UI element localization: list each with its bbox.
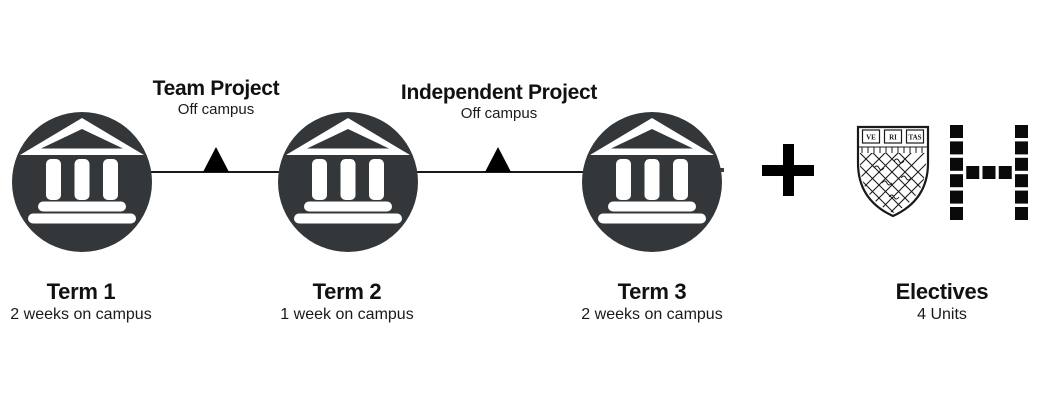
veritas-shield-icon: VE RI TAS <box>856 125 930 218</box>
connector-subtitle: Off campus <box>177 101 255 118</box>
term-subtitle: 1 week on campus <box>280 306 414 323</box>
building-columns-icon <box>20 118 144 224</box>
term-2-label: Term 2 1 week on campus <box>237 279 457 324</box>
shield-motto-ri: RI <box>889 134 897 142</box>
term-1-label: Term 1 2 weeks on campus <box>0 279 191 324</box>
term-title: Term 3 <box>617 279 687 304</box>
triangle-up-icon <box>203 147 229 172</box>
connector-subtitle: Off campus <box>460 105 538 122</box>
connector-title: Team Project <box>152 77 280 100</box>
term-subtitle: 2 weeks on campus <box>581 306 723 323</box>
connector-label-independent-project: Independent Project Off campus <box>359 81 639 123</box>
connector-line-2 <box>417 171 583 173</box>
electives-label: Electives 4 Units <box>832 279 1047 324</box>
building-columns-icon <box>590 118 714 224</box>
electives-title: Electives <box>895 279 989 304</box>
term-3-circle <box>582 112 722 252</box>
electives-subtitle: 4 Units <box>917 306 967 323</box>
term-title: Term 1 <box>46 279 116 304</box>
term-1-circle <box>12 112 152 252</box>
line-stub <box>720 168 724 172</box>
connector-title: Independent Project <box>400 81 598 104</box>
term-subtitle: 2 weeks on campus <box>10 306 152 323</box>
shield-motto-ve: VE <box>866 134 876 142</box>
pixel-h-icon <box>950 125 1028 220</box>
term-3-label: Term 3 2 weeks on campus <box>542 279 762 324</box>
term-2-circle <box>278 112 418 252</box>
plus-icon <box>762 144 814 196</box>
term-title: Term 2 <box>312 279 382 304</box>
connector-label-team-project: Team Project Off campus <box>96 77 336 119</box>
connector-line-1 <box>150 171 281 173</box>
building-columns-icon <box>286 118 410 224</box>
shield-motto-tas: TAS <box>908 134 921 142</box>
triangle-up-icon <box>485 147 511 172</box>
